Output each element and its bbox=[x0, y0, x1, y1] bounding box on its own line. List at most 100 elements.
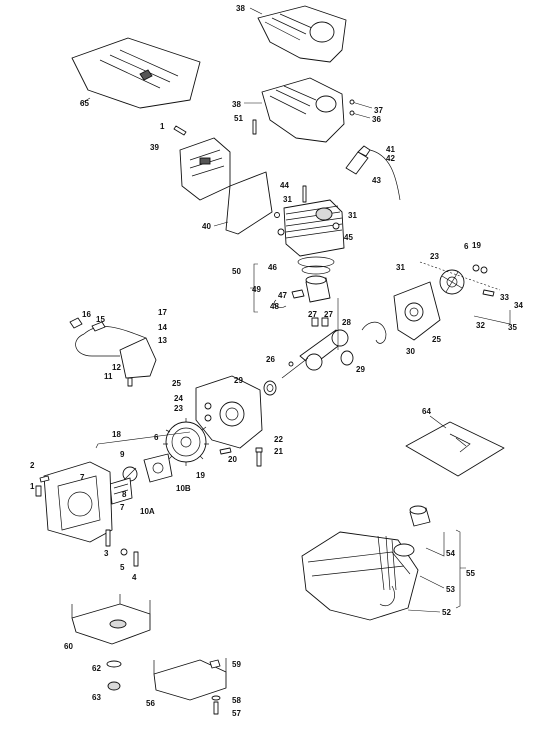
spark-plug bbox=[345, 145, 401, 201]
label-6: 6 bbox=[464, 242, 469, 251]
bottom-bracket-60 bbox=[71, 594, 151, 645]
cylinder bbox=[277, 199, 345, 257]
label-40: 40 bbox=[202, 222, 211, 231]
label-25: 25 bbox=[172, 379, 181, 388]
label-22: 22 bbox=[274, 435, 283, 444]
label-31-a: 31 bbox=[283, 195, 292, 204]
bottom-bracket-56 bbox=[153, 658, 227, 701]
label-38: 38 bbox=[232, 100, 241, 109]
label-27-a: 27 bbox=[308, 310, 317, 319]
housing-screws bbox=[105, 529, 139, 567]
label-7-b: 7 bbox=[120, 503, 125, 512]
label-18: 18 bbox=[112, 430, 121, 439]
label-42: 42 bbox=[386, 154, 395, 163]
label-34: 34 bbox=[514, 301, 523, 310]
label-63: 63 bbox=[92, 693, 101, 702]
label-11: 11 bbox=[104, 372, 113, 381]
label-52: 52 bbox=[442, 608, 451, 617]
label-65: 65 bbox=[80, 99, 89, 108]
label-13: 13 bbox=[158, 336, 167, 345]
label-30: 30 bbox=[406, 347, 415, 356]
clutch-parts bbox=[122, 453, 173, 483]
key-26 bbox=[288, 361, 294, 367]
label-46: 46 bbox=[268, 263, 277, 272]
label-23-r: 23 bbox=[430, 252, 439, 261]
label-54: 54 bbox=[446, 549, 455, 558]
label-1: 1 bbox=[30, 482, 35, 491]
piston-rings bbox=[297, 256, 335, 275]
label-43: 43 bbox=[372, 176, 381, 185]
ignition-coil bbox=[69, 317, 157, 387]
label-16: 16 bbox=[82, 310, 91, 319]
label-19-r: 19 bbox=[472, 241, 481, 250]
pad-washer-screw bbox=[209, 659, 221, 715]
label-26: 26 bbox=[266, 355, 275, 364]
manual-sheet bbox=[405, 415, 505, 477]
label-58: 58 bbox=[232, 696, 241, 705]
label-38-top: 38 bbox=[236, 4, 245, 13]
label-23: 23 bbox=[174, 404, 183, 413]
label-44: 44 bbox=[280, 181, 289, 190]
label-20: 20 bbox=[228, 455, 237, 464]
nuts-31 bbox=[274, 212, 340, 230]
crankshaft bbox=[281, 298, 354, 379]
label-55: 55 bbox=[466, 569, 475, 578]
label-51: 51 bbox=[234, 114, 243, 123]
label-29-r: 29 bbox=[356, 365, 365, 374]
label-5: 5 bbox=[120, 563, 125, 572]
label-10A: 10A bbox=[140, 507, 155, 516]
bolt-20 bbox=[219, 447, 232, 455]
label-36: 36 bbox=[372, 115, 381, 124]
screw-21-22 bbox=[255, 447, 263, 467]
label-21: 21 bbox=[274, 447, 283, 456]
muffler bbox=[173, 125, 231, 201]
label-1-top: 1 bbox=[160, 122, 165, 131]
label-24: 24 bbox=[174, 394, 183, 403]
label-31-c: 31 bbox=[396, 263, 405, 272]
label-25-r: 25 bbox=[432, 335, 441, 344]
label-3: 3 bbox=[104, 549, 109, 558]
screw-51 bbox=[252, 119, 257, 135]
clip bbox=[361, 321, 387, 344]
label-35: 35 bbox=[508, 323, 517, 332]
label-47: 47 bbox=[278, 291, 287, 300]
instruction-bag bbox=[71, 37, 201, 109]
label-6-l: 6 bbox=[154, 433, 159, 442]
label-27-b: 27 bbox=[324, 310, 333, 319]
heat-shield bbox=[213, 171, 273, 235]
bolt-44 bbox=[302, 185, 307, 203]
piston bbox=[273, 275, 331, 308]
washer-nut bbox=[106, 660, 122, 691]
cover-screws bbox=[349, 99, 373, 119]
label-49: 49 bbox=[252, 285, 261, 294]
fuel-tank bbox=[301, 505, 466, 621]
label-15: 15 bbox=[96, 315, 105, 324]
label-41: 41 bbox=[386, 145, 395, 154]
flywheel bbox=[163, 418, 209, 466]
crankcase-right bbox=[393, 281, 441, 341]
label-2: 2 bbox=[30, 461, 35, 470]
label-19: 19 bbox=[196, 471, 205, 480]
label-28: 28 bbox=[342, 318, 351, 327]
label-17: 17 bbox=[158, 308, 167, 317]
label-59: 59 bbox=[232, 660, 241, 669]
label-32: 32 bbox=[476, 321, 485, 330]
bracket-18 bbox=[95, 431, 191, 449]
bracket-49-50 bbox=[250, 263, 258, 313]
label-62: 62 bbox=[92, 664, 101, 673]
label-7-a: 7 bbox=[80, 473, 85, 482]
label-39: 39 bbox=[150, 143, 159, 152]
label-56: 56 bbox=[146, 699, 155, 708]
label-12: 12 bbox=[112, 363, 121, 372]
label-33: 33 bbox=[500, 293, 509, 302]
label-29: 29 bbox=[234, 376, 243, 385]
label-60: 60 bbox=[64, 642, 73, 651]
label-37: 37 bbox=[374, 106, 383, 115]
oil-seal bbox=[263, 380, 277, 396]
cylinder-cover bbox=[244, 77, 345, 143]
label-10B: 10B bbox=[176, 484, 191, 493]
fan-housing bbox=[35, 461, 113, 543]
cylinder-cover-top bbox=[249, 5, 347, 63]
label-45: 45 bbox=[344, 233, 353, 242]
